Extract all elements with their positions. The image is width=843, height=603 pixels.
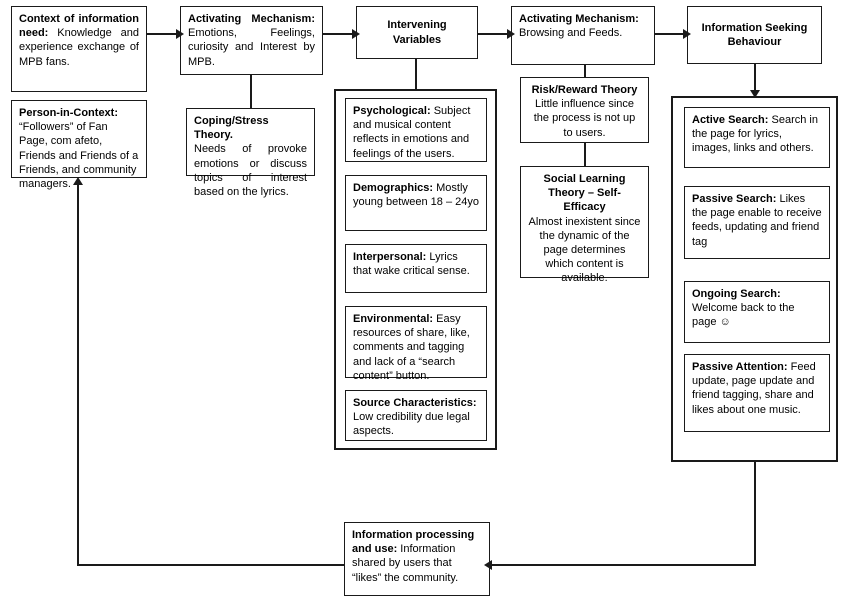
node-context-label: Context of information need: [19,13,139,40]
node-ongoing-search-body: Welcome back to the page [692,302,795,329]
node-person-label: Person-in-Context: [19,107,118,119]
connector-isb-to-search-group [754,64,756,96]
node-person-body: “Followers” of Fan Page, com afeto, Frie… [19,121,139,190]
connector-feedback-up-to-person [77,185,79,565]
node-isb-label: Information Seeking Behaviour [701,21,808,48]
arrowhead-activating2-to-isb [683,29,691,39]
node-sociallearning-label: Social Learning Theory – Self-Efficacy [543,173,626,214]
node-demographics-label: Demographics: [353,182,434,194]
arrowhead-activating1-to-intervening [352,29,360,39]
node-passive-attention-label: Passive Attention: [692,361,788,373]
node-passive-search-body: Likes the page enable to receive feeds, … [692,193,822,248]
node-information-processing-and-use[interactable]: Information processing and use: Informat… [344,522,490,596]
node-active-search-body: Search in the page for lyrics, images, l… [692,114,818,155]
node-passive-search[interactable]: Passive Search: Likes the page enable to… [684,186,830,259]
node-ongoing-search[interactable]: Ongoing Search: Welcome back to the page… [684,281,830,343]
connector-context-to-activating1 [147,33,180,35]
arrowhead-feedback-to-person [73,177,83,185]
connector-activating1-to-intervening [323,33,356,35]
node-context-body: Knowledge and experience exchange of MPB… [19,27,139,68]
node-riskreward-label: Risk/Reward Theory [531,84,638,96]
connector-intervening-to-activating2 [478,33,511,35]
node-interpersonal-body: Lyrics that wake critical sense. [353,251,470,278]
node-context-of-information-need[interactable]: Context of information need: Knowledge a… [11,6,147,92]
node-environmental-body: Easy resources of share, like, comments … [353,313,470,382]
node-passive-search-label: Passive Search: [692,193,777,205]
node-source-body: Low credibility due legal aspects. [353,411,470,438]
arrowhead-to-info-processing [484,560,492,570]
connector-activating2-to-isb [655,33,687,35]
node-intervening-variables[interactable]: Intervening Variables [356,6,478,59]
arrowhead-context-to-activating1 [176,29,184,39]
node-psychological-body: Subject and musical content reflects in … [353,105,471,160]
node-coping-stress-theory[interactable]: Coping/Stress Theory. Needs of provoke e… [186,108,315,198]
node-intervening-label: Intervening Variables [387,19,447,46]
node-person-in-context[interactable]: Person-in-Context: “Followers” of Fan Pa… [11,100,147,190]
node-activating2-label: Activating Mechanism: [519,13,639,25]
connector-activating1-to-coping [250,75,252,108]
connector-search-group-to-info-processing [490,564,755,566]
connector-info-processing-to-left [77,564,344,566]
connector-activating2-to-riskreward [584,65,586,77]
arrowhead-isb-to-search-group [750,90,760,98]
node-psychological-label: Psychological: [353,105,431,117]
node-interpersonal-label: Interpersonal: [353,251,427,263]
node-info-processing-label: Information processing and use: [352,529,475,556]
node-activating1-body: Emotions, Feelings, curiosity and Intere… [188,27,315,68]
node-activating1-label: Activating Mechanism: [188,13,315,25]
node-interpersonal[interactable]: Interpersonal: Lyrics that wake critical… [345,244,487,293]
node-coping-label: Coping/Stress Theory. [194,115,269,142]
node-ongoing-search-label: Ongoing Search: [692,288,781,300]
node-environmental-label: Environmental: [353,313,434,325]
connector-search-group-down [754,462,756,566]
node-passive-attention[interactable]: Passive Attention: Feed update, page upd… [684,354,830,432]
node-demographics-body: Mostly young between 18 – 24yo [353,182,479,209]
node-sociallearning-body: Almost inexistent since the dynamic of t… [528,215,641,285]
node-riskreward-body: Little influence since the process is no… [533,98,636,139]
node-social-learning-theory[interactable]: Social Learning Theory – Self-Efficacy A… [520,166,649,284]
node-info-processing-body: Information shared by users that “likes”… [352,543,459,584]
node-source-characteristics[interactable]: Source Characteristics: Low credibility … [345,390,487,441]
node-active-search[interactable]: Active Search: Search in the page for ly… [684,107,830,168]
smiley-icon: ☺ [719,316,731,329]
node-active-search-label: Active Search: [692,114,769,126]
node-activating-mechanism-2[interactable]: Activating Mechanism: Browsing and Feeds… [511,6,655,65]
arrowhead-intervening-to-activating2 [507,29,515,39]
node-psychological[interactable]: Psychological: Subject and musical conte… [345,98,487,162]
node-risk-reward-theory[interactable]: Risk/Reward Theory Little influence sinc… [520,77,649,143]
node-environmental[interactable]: Environmental: Easy resources of share, … [345,306,487,382]
connector-riskreward-to-sociallearning [584,143,586,166]
node-activating2-body: Browsing and Feeds. [519,27,623,40]
node-source-label: Source Characteristics: [353,397,477,409]
node-demographics[interactable]: Demographics: Mostly young between 18 – … [345,175,487,231]
node-activating-mechanism-1[interactable]: Activating Mechanism: Emotions, Feelings… [180,6,323,75]
node-information-seeking-behaviour[interactable]: Information Seeking Behaviour [687,6,822,64]
node-coping-body: Needs of provoke emotions or discuss top… [194,143,307,198]
connector-intervening-to-variables-group [415,59,417,89]
node-passive-attention-body: Feed update, page update and friend tagg… [692,361,816,416]
